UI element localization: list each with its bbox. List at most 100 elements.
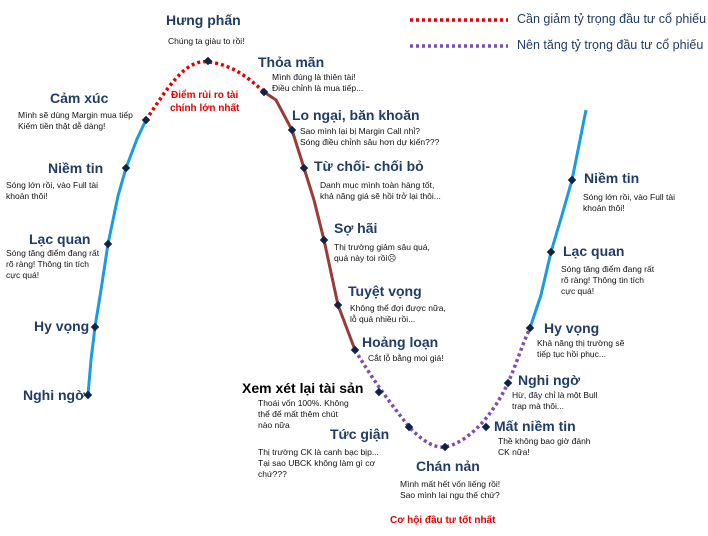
stage-mat-niem-tin-note: Thề không bao giờ đánh CK nữa!: [498, 436, 591, 458]
note-line: cực quá!: [561, 286, 595, 296]
stage-hy-vong-2-title: Hy vọng: [544, 320, 600, 336]
marker-tu-choi: [299, 163, 309, 173]
stage-lac-quan-1-title: Lạc quan: [29, 231, 91, 247]
marker-cam-xuc: [141, 115, 151, 125]
max-risk-line: Điểm rủi ro tài: [171, 90, 239, 101]
stage-tuc-gian-title: Tức giận: [330, 426, 390, 442]
stage-thoa-man-note: Mình đúng là thiên tài! Điều chỉnh là mu…: [272, 72, 363, 94]
best-opportunity-annotation: Cơ hội đầu tư tốt nhất: [390, 515, 496, 526]
stage-thoa-man-title: Thỏa mãn: [258, 54, 325, 70]
note-line: nào nữa: [258, 420, 290, 430]
note-line: CK nữa!: [498, 447, 530, 457]
note-line: rõ ràng! Thông tin tích: [6, 259, 90, 269]
note-line: khả năng giá sẽ hồi trở lại thôi...: [320, 191, 441, 201]
marker-tuc-gian: [404, 422, 414, 432]
marker-hy-vong-2: [525, 323, 535, 333]
note-line: Sóng điều chỉnh sâu hơn dự kiến???: [300, 137, 440, 147]
note-line: trap mà thôi...: [512, 401, 564, 411]
marker-niem-tin-1: [121, 163, 131, 173]
stage-so-hai-title: Sợ hãi: [334, 220, 378, 236]
note-line: Cắt lỗ bằng mọi giá!: [368, 353, 444, 363]
note-line: tiếp tục hồi phục...: [537, 349, 606, 359]
stage-niem-tin-1-note: Sóng lớn rồi, vào Full tài khoản thôi!: [6, 180, 98, 202]
stage-so-hai-note: Thị trường giảm sâu quá, quá này toi rồi…: [334, 242, 430, 264]
stage-niem-tin-1-title: Niềm tin: [48, 160, 104, 176]
note-line: Thị trường CK là canh bạc bịp...: [258, 447, 379, 457]
note-line: Sao mình lại ngu thế chứ?: [400, 490, 500, 500]
stage-hy-vong-2-note: Khả năng thị trường sẽ tiếp tục hồi phục…: [537, 338, 624, 360]
stage-tuyet-vong-note: Không thể đợi được nữa, lỗ quá nhiều rồi…: [350, 303, 446, 325]
stage-nghi-ngo-2-note: Hừ, đây chỉ là một Bull trap mà thôi...: [512, 390, 598, 412]
curve-peak-dotted: [144, 60, 266, 121]
marker-tuyet-vong: [333, 300, 343, 310]
stage-niem-tin-2-title: Niềm tin: [584, 170, 640, 186]
note-line: Sóng tăng điểm đang rất: [6, 248, 100, 258]
stage-cam-xuc-note: Mình sẽ dùng Margin mua tiếp Kiếm tiền t…: [18, 110, 133, 132]
note-line: Mình sẽ dùng Margin mua tiếp: [18, 110, 133, 120]
marker-chan-nan: [440, 442, 450, 452]
note-line: lỗ quá nhiều rồi...: [350, 314, 416, 324]
note-line: Kiếm tiền thật dễ dàng!: [18, 121, 106, 131]
marker-hoang-loan: [350, 345, 360, 355]
stage-lac-quan-2-note: Sóng tăng điểm đang rất rõ ràng! Thông t…: [561, 264, 654, 297]
stage-lo-ngai-note: Sao mình lại bị Margin Call nhỉ? Sóng đi…: [300, 126, 439, 148]
note-line: Mình đúng là thiên tài!: [272, 72, 356, 82]
note-line: Khả năng thị trường sẽ: [537, 338, 625, 348]
curve-decline: [263, 90, 357, 351]
max-risk-line: chính lớn nhất: [170, 103, 240, 114]
curve-bottom-dotted: [353, 327, 532, 449]
note-line: Sóng lớn rồi, vào Full tài: [583, 192, 676, 202]
marker-nghi-ngo-2: [503, 378, 513, 388]
marker-lac-quan-2: [546, 247, 556, 257]
note-line: Điều chỉnh là mua tiếp...: [272, 83, 364, 93]
marker-xem-xet: [374, 387, 384, 397]
note-line: khoản thôi!: [583, 203, 625, 213]
marker-nghi-ngo-1: [83, 390, 93, 400]
note-line: Danh mục mình toàn hàng tốt,: [320, 180, 435, 190]
note-line: Sóng tăng điểm đang rất: [561, 264, 655, 274]
note-line: Sóng lớn rồi, vào Full tài: [6, 180, 99, 190]
stage-tu-choi-note: Danh mục mình toàn hàng tốt, khả năng gi…: [320, 180, 441, 202]
note-line: Chúng ta giàu to rồi!: [168, 36, 245, 46]
note-line: khoản thôi!: [6, 191, 48, 201]
marker-thoa-man: [259, 87, 269, 97]
stage-cam-xuc-title: Cảm xúc: [50, 90, 109, 106]
note-line: Thị trường giảm sâu quá,: [334, 242, 430, 252]
note-line: Không thể đợi được nữa,: [350, 303, 446, 313]
stage-tu-choi-title: Từ chối- chối bỏ: [314, 158, 424, 174]
marker-so-hai: [319, 235, 329, 245]
marker-mat-niem-tin: [481, 422, 491, 432]
note-line: Thề không bao giờ đánh: [498, 436, 591, 446]
stage-nghi-ngo-1-title: Nghi ngờ: [23, 387, 86, 403]
stage-hoang-loan-note: Cắt lỗ bằng mọi giá!: [368, 353, 444, 364]
stage-tuyet-vong-title: Tuyệt vọng: [348, 283, 422, 299]
stage-chan-nan-note: Mình mất hết vốn liếng rồi! Sao mình lại…: [400, 479, 500, 501]
stage-mat-niem-tin-title: Mất niềm tin: [494, 418, 576, 434]
stage-hung-phan-note: Chúng ta giàu to rồi!: [168, 36, 245, 47]
stage-lac-quan-1-note: Sóng tăng điểm đang rất rõ ràng! Thông t…: [6, 248, 99, 281]
note-line: Hừ, đây chỉ là một Bull: [512, 390, 598, 400]
marker-niem-tin-2: [567, 175, 577, 185]
marker-hung-phan: [203, 56, 213, 66]
legend-increase-label: Nên tăng tỷ trọng đầu tư cổ phiếu: [517, 38, 704, 52]
marker-lo-ngai: [287, 125, 297, 135]
stage-lac-quan-2-title: Lạc quan: [563, 243, 625, 259]
stage-hy-vong-1-title: Hy vọng: [34, 318, 90, 334]
max-risk-annotation: Điểm rủi ro tài chính lớn nhất: [170, 89, 239, 115]
stage-xem-xet-note: Thoái vốn 100%. Không thể để mất thêm ch…: [258, 398, 349, 431]
note-line: quá này toi rồi☹: [334, 253, 397, 263]
curve-rise-right: [528, 109, 588, 329]
marker-lac-quan-1: [103, 239, 113, 249]
stage-niem-tin-2-note: Sóng lớn rồi, vào Full tài khoản thôi!: [583, 192, 675, 214]
stage-xem-xet-title: Xem xét lại tài sản: [242, 380, 364, 396]
stage-hung-phan-title: Hưng phấn: [166, 12, 241, 28]
marker-hy-vong-1: [90, 322, 100, 332]
stage-hoang-loan-title: Hoảng loạn: [362, 334, 439, 350]
note-line: Sao mình lại bị Margin Call nhỉ?: [300, 126, 421, 136]
note-line: Mình mất hết vốn liếng rồi!: [400, 479, 501, 489]
note-line: thể để mất thêm chút: [258, 409, 338, 419]
stage-tuc-gian-note: Thị trường CK là canh bạc bịp... Tại sao…: [258, 447, 379, 480]
stage-chan-nan-title: Chán nản: [416, 458, 480, 474]
